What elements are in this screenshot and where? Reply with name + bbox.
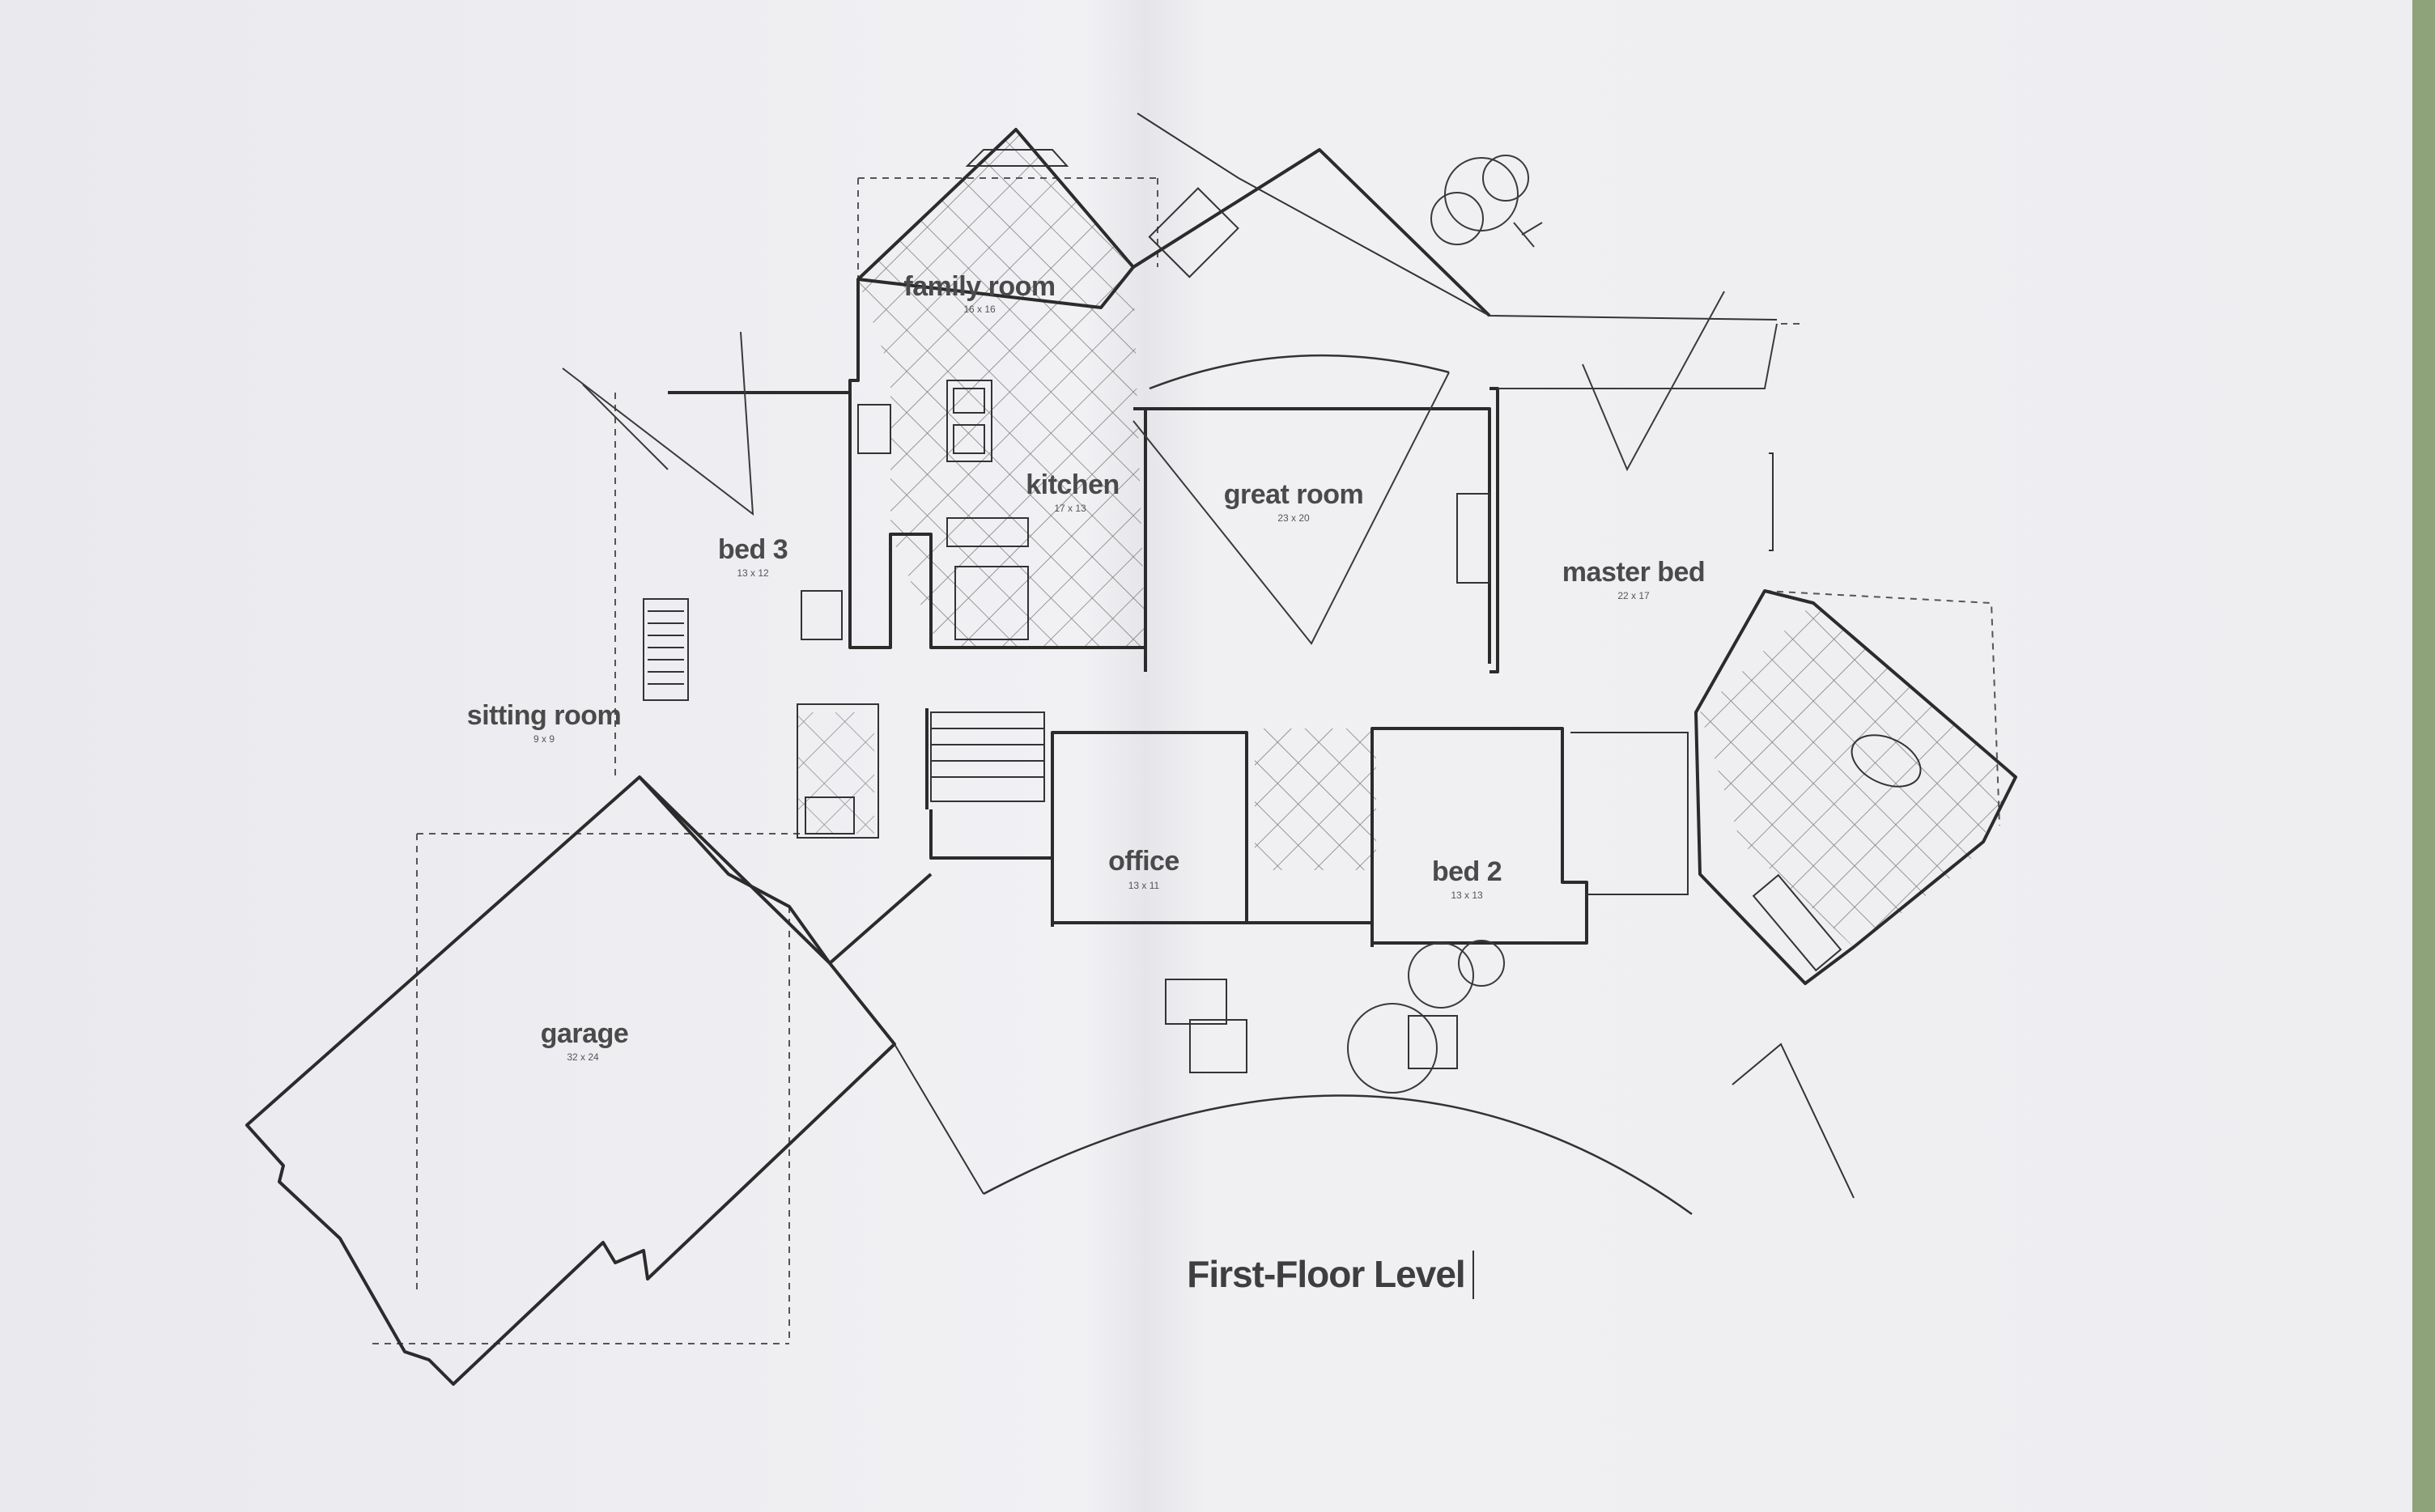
room-dimensions: 32 x 24 bbox=[567, 1051, 599, 1063]
vanity bbox=[1752, 873, 1842, 972]
master-bed-view bbox=[1582, 291, 1725, 472]
master-bath-walls bbox=[1694, 589, 2017, 985]
room-label-bed-3: bed 3 13 x 12 bbox=[718, 534, 788, 579]
room-label-master-bed: master bed 22 x 17 bbox=[1562, 557, 1706, 601]
site-line-left bbox=[372, 393, 810, 1344]
room-label-office: office 13 x 11 bbox=[1108, 846, 1179, 891]
room-dimensions: 13 x 11 bbox=[1128, 880, 1160, 891]
room-name: office bbox=[1108, 846, 1179, 877]
plan-title: First-Floor Level bbox=[1187, 1253, 1464, 1295]
room-dimensions: 16 x 16 bbox=[963, 304, 996, 315]
site-line-right bbox=[1764, 323, 2000, 826]
appliances bbox=[857, 404, 891, 454]
room-name: sitting room bbox=[467, 700, 621, 731]
kitchen-walls bbox=[848, 279, 1147, 649]
sitting-room-shelf bbox=[643, 598, 689, 701]
office-walls bbox=[1051, 731, 1248, 924]
room-dimensions: 22 x 17 bbox=[1617, 590, 1650, 601]
closet-bed-3 bbox=[801, 590, 843, 640]
stair-treads bbox=[931, 728, 1044, 778]
room-name: bed 3 bbox=[718, 534, 788, 565]
room-label-bed-2: bed 2 13 x 13 bbox=[1432, 856, 1502, 901]
foyer-floor-tile bbox=[1255, 728, 1376, 870]
master-bath-floor-tile bbox=[1700, 603, 2016, 947]
bath-bed-3 bbox=[797, 703, 879, 839]
entry-walls bbox=[1247, 921, 1374, 947]
master-bed-top bbox=[1498, 323, 1778, 389]
tree-entry bbox=[1347, 940, 1505, 1094]
room-name: garage bbox=[541, 1018, 629, 1049]
entry-step-2 bbox=[1189, 1019, 1247, 1073]
tree-top bbox=[1430, 155, 1543, 248]
room-dimensions: 23 x 20 bbox=[1277, 512, 1310, 524]
bed-2-walls bbox=[1370, 727, 1588, 945]
great-room-fireplace bbox=[1456, 493, 1490, 584]
island-sink bbox=[953, 388, 985, 414]
great-room-arc bbox=[1149, 354, 1450, 390]
bed-2-closet bbox=[1570, 732, 1689, 895]
shower bbox=[805, 796, 855, 835]
room-label-garage: garage 32 x 24 bbox=[541, 1018, 629, 1063]
kitchen-counter bbox=[946, 517, 1029, 547]
shelf-lines bbox=[648, 610, 684, 685]
room-label-great-room: great room 23 x 20 bbox=[1224, 479, 1364, 524]
tub bbox=[1851, 734, 1922, 788]
room-dimensions: 17 x 13 bbox=[1054, 503, 1086, 514]
room-name: family room bbox=[903, 271, 1055, 302]
stair-lower bbox=[929, 809, 1054, 927]
kitchen-floor-tile bbox=[890, 372, 1145, 648]
room-label-family-room: family room 16 x 16 bbox=[903, 271, 1056, 315]
master-bed-walls bbox=[1489, 387, 1499, 673]
entry-step-1 bbox=[1165, 979, 1227, 1025]
roof-line bbox=[1137, 113, 1778, 321]
master-bed-right-wall bbox=[1769, 452, 1774, 551]
room-name: bed 2 bbox=[1432, 856, 1502, 887]
room-dimensions: 9 x 9 bbox=[533, 733, 555, 745]
room-name: great room bbox=[1224, 479, 1364, 510]
garage-walls bbox=[245, 775, 896, 1386]
front-wing-line bbox=[1732, 1043, 1855, 1199]
room-label-sitting-room: sitting room 9 x 9 bbox=[467, 700, 622, 745]
room-dimensions: 13 x 12 bbox=[737, 567, 769, 579]
front-walk-arc bbox=[983, 1094, 1693, 1216]
room-name: kitchen bbox=[1026, 469, 1120, 500]
island-cooktop bbox=[953, 424, 985, 454]
sitting-room-line bbox=[582, 384, 669, 470]
family-room-floor-tile bbox=[858, 130, 1137, 409]
island bbox=[946, 380, 992, 462]
fireplace-top bbox=[965, 149, 1069, 167]
great-room-walls bbox=[1145, 407, 1491, 664]
bed-3-view bbox=[562, 331, 754, 516]
stair bbox=[930, 711, 1045, 802]
skylight bbox=[1148, 187, 1239, 278]
roof-wing bbox=[1132, 148, 1491, 317]
pantry bbox=[954, 566, 1029, 640]
connector-wall bbox=[638, 775, 933, 965]
great-room-view-line bbox=[1133, 372, 1450, 645]
bath-floor-tile bbox=[797, 712, 874, 834]
room-dimensions: 13 x 13 bbox=[1451, 890, 1483, 901]
garage-connector-line bbox=[894, 1043, 984, 1195]
room-name: master bed bbox=[1562, 557, 1705, 588]
room-label-kitchen: kitchen 17 x 13 bbox=[1026, 469, 1120, 514]
